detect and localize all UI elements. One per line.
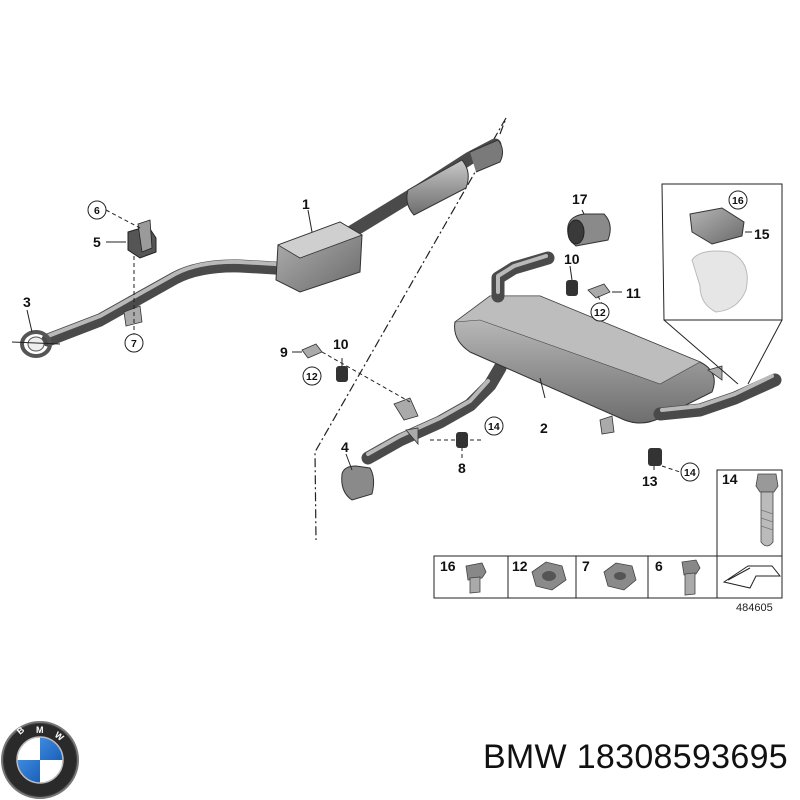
callout-5: 5 [93, 234, 101, 250]
bmw-roundel-logo: B M W [1, 721, 79, 799]
part-number: 18308593695 [576, 738, 788, 776]
callout-6-circle [87, 200, 107, 220]
bolt-head-icon [755, 473, 779, 493]
callout-3: 3 [23, 294, 31, 310]
svg-text:B: B [15, 724, 27, 736]
bolt-6-icon [681, 559, 701, 576]
legend-label-12: 12 [512, 558, 528, 574]
callout-10-rear: 10 [564, 251, 580, 267]
legend-label-14: 14 [722, 471, 738, 487]
legend-label-6: 6 [655, 558, 663, 574]
callout-2: 2 [540, 420, 548, 436]
callout-10-front: 10 [333, 336, 349, 352]
callout-15: 15 [754, 226, 770, 242]
callout-4: 4 [341, 439, 349, 455]
callout-8: 8 [458, 460, 466, 476]
diagram-id: 484605 [736, 602, 773, 614]
callout-17: 17 [572, 191, 588, 207]
callout-16: 16 [732, 195, 744, 207]
callout-13: 13 [642, 473, 658, 489]
callout-12-rear-circle [590, 302, 610, 322]
callout-12-front: 12 [306, 371, 318, 383]
callout-16-circle [728, 190, 748, 210]
callouts: 1 2 3 4 5 6 7 8 9 10 10 11 12 12 13 14 1… [23, 190, 770, 489]
callout-9: 9 [280, 344, 288, 360]
callout-7-circle [124, 333, 144, 353]
legend-label-16: 16 [440, 558, 456, 574]
part-caption: BMW 18308593695 [408, 738, 788, 778]
callout-14-rear: 14 [684, 467, 696, 479]
legend-label-7: 7 [582, 558, 590, 574]
brand-name: BMW [482, 738, 567, 776]
leader-lines [26, 209, 752, 473]
hardware-legend: 14 16 12 7 6 484605 [433, 469, 783, 614]
direction-arrow-icon [722, 565, 782, 589]
callout-11: 11 [626, 285, 641, 301]
callout-12-rear: 12 [594, 307, 606, 319]
callout-14-front: 14 [488, 421, 500, 433]
callout-6: 6 [94, 205, 100, 217]
callout-14-front-circle [484, 416, 504, 436]
bolt-shank-icon [760, 491, 774, 547]
bolt-16-icon [465, 562, 487, 581]
rear-silencer-assembly [301, 213, 782, 501]
callout-1: 1 [302, 196, 310, 212]
callout-12-front-circle [302, 366, 322, 386]
callout-14-rear-circle [680, 462, 700, 482]
front-pipe-assembly [11, 138, 504, 358]
callout-7: 7 [131, 338, 137, 350]
flap-actuator-inset [661, 183, 783, 385]
svg-text:M: M [36, 725, 44, 735]
split-line [314, 117, 507, 541]
